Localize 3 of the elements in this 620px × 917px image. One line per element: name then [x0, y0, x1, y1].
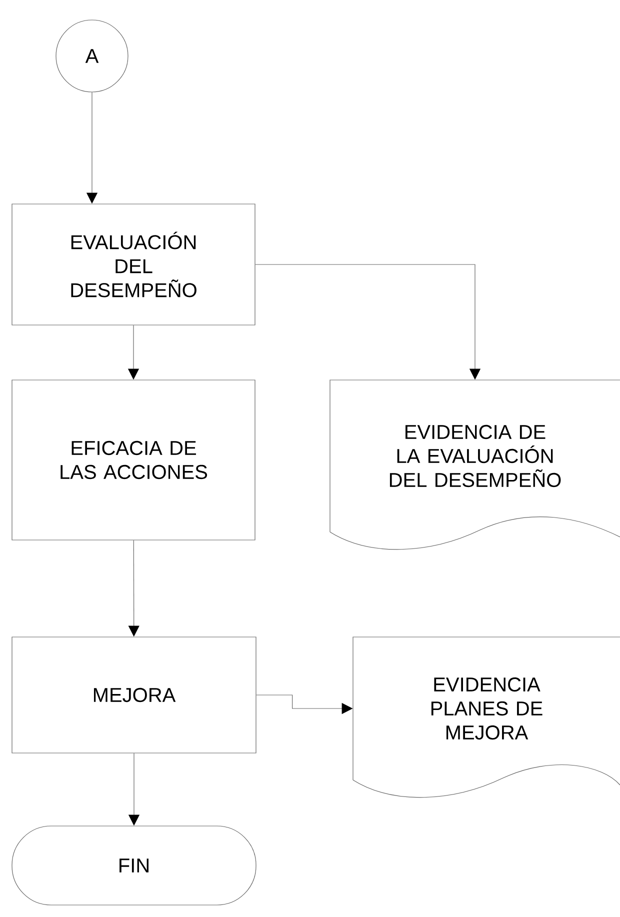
process-box: EVALUACIÓN DEL DESEMPEÑO — [12, 204, 256, 326]
process-box: MEJORA — [12, 636, 256, 754]
process-box: EFICACIA DE LAS ACCIONES — [12, 380, 256, 540]
